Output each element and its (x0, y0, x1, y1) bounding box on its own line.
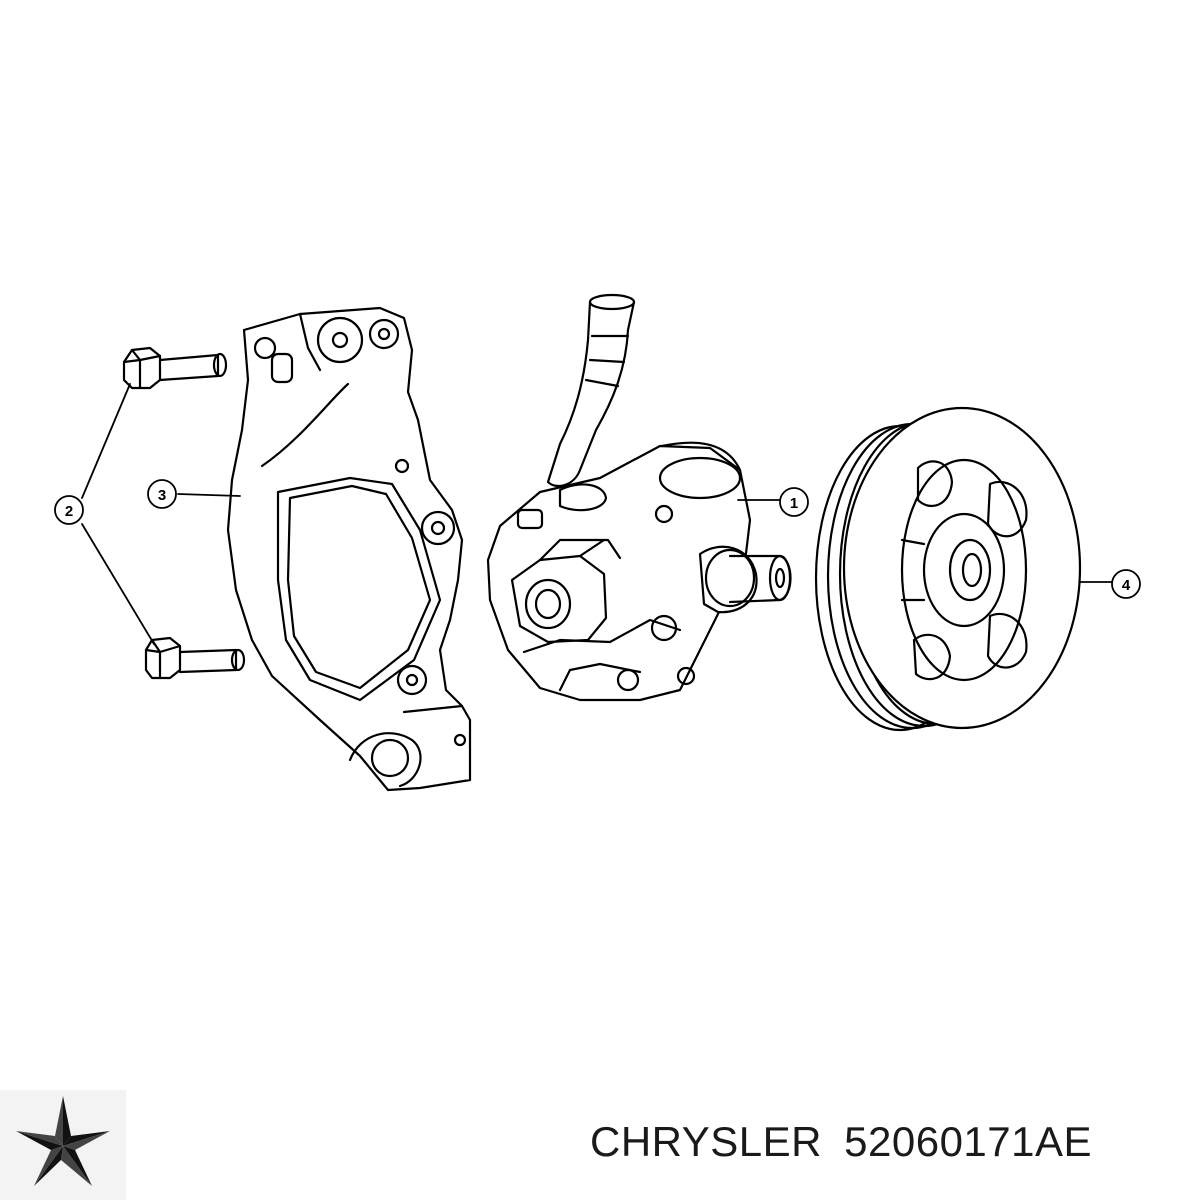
svg-text:4: 4 (1122, 577, 1131, 594)
callout-3-leader (177, 493, 241, 497)
part-caption: CHRYSLER 52060171AE (590, 1118, 1092, 1166)
brand-name: CHRYSLER (590, 1118, 822, 1165)
callout-4: 4 (1111, 569, 1141, 599)
pentastar-icon (0, 1090, 126, 1200)
callout-2-leaders (81, 383, 155, 645)
part-number: 52060171AE (844, 1118, 1093, 1165)
power-steering-pump (486, 293, 792, 702)
svg-text:3: 3 (158, 487, 166, 504)
callout-2: 2 (54, 495, 84, 525)
bolt-upper (122, 346, 228, 390)
pulley (814, 406, 1082, 732)
bolt-lower (144, 636, 246, 680)
callout-1: 1 (779, 487, 809, 517)
mounting-bracket (226, 306, 472, 792)
svg-text:2: 2 (65, 503, 73, 520)
svg-text:1: 1 (790, 495, 798, 512)
callout-3: 3 (147, 479, 177, 509)
